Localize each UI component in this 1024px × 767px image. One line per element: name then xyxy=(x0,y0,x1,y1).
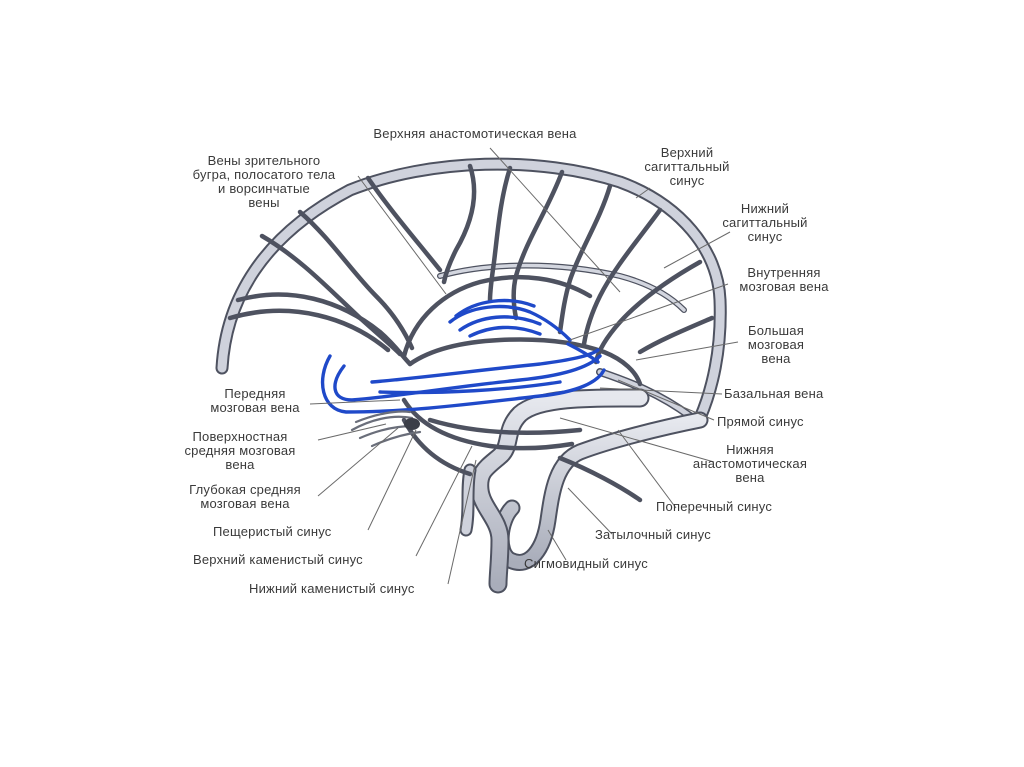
label-text: Верхняя анастомотическая вена xyxy=(373,126,577,141)
label-basal-vein: Базальная вена xyxy=(724,387,823,401)
label-line: Передняя xyxy=(224,386,286,401)
leader-straight xyxy=(617,379,715,421)
leader-transverse xyxy=(617,429,677,509)
label-line: Поверхностная xyxy=(192,429,288,444)
label-line: вена xyxy=(735,470,765,485)
label-text: Сигмовидный синус xyxy=(524,556,648,571)
label-straight-sinus: Прямой синус xyxy=(717,415,804,429)
label-line: Нижняя xyxy=(726,442,774,457)
label-occipital-sinus: Затылочный синус xyxy=(595,528,711,542)
label-inferior-sagittal-sinus: Нижний сагиттальный синус xyxy=(722,202,807,244)
label-line: мозговая xyxy=(747,337,805,352)
label-line: вены xyxy=(248,195,280,210)
leader-cavernous xyxy=(367,429,417,531)
label-text: Поперечный синус xyxy=(656,499,773,514)
label-text: Затылочный синус xyxy=(595,527,711,542)
label-line: Глубокая средняя xyxy=(189,482,301,497)
label-line: мозговая вена xyxy=(200,496,290,511)
label-transverse-sinus: Поперечный синус xyxy=(656,500,772,514)
label-line: Нижний xyxy=(740,201,790,216)
label-line: вена xyxy=(761,351,791,366)
label-text: Прямой синус xyxy=(717,414,804,429)
internal-cerebral-vein-blue xyxy=(333,354,602,402)
cavernous-cluster xyxy=(350,410,422,448)
label-cavernous-sinus: Пещеристый синус xyxy=(213,525,332,539)
leader-internal-cerebral xyxy=(569,283,729,341)
label-text: Пещеристый синус xyxy=(213,524,332,539)
leader-superior-sagittal xyxy=(635,187,651,199)
label-superior-petrosal-sinus: Верхний каменистый синус xyxy=(193,553,363,567)
label-text: Базальная вена xyxy=(724,386,824,401)
label-line: мозговая вена xyxy=(739,279,829,294)
leader-superior-petrosal xyxy=(415,445,473,557)
deep-veins xyxy=(320,298,606,414)
label-line: мозговая вена xyxy=(210,400,300,415)
label-great-cerebral-vein: Большая мозговая вена xyxy=(748,324,804,366)
label-line: средняя мозговая xyxy=(184,443,296,458)
leader-inferior-petrosal xyxy=(447,459,477,585)
label-line: сагиттальный xyxy=(644,159,730,174)
label-sigmoid-sinus: Сигмовидный синус xyxy=(524,557,648,571)
label-anterior-cerebral-vein: Передняя мозговая вена xyxy=(210,387,299,415)
label-line: Большая xyxy=(748,323,804,338)
leader-thalamus-veins xyxy=(357,175,447,295)
label-line: анастомотическая xyxy=(692,456,808,471)
label-deep-middle-cerebral-vein: Глубокая средняя мозговая вена xyxy=(189,483,301,511)
leader-inferior-anastomotic xyxy=(559,417,715,463)
label-text: Верхний каменистый синус xyxy=(193,552,363,567)
cortical-veins xyxy=(227,163,715,503)
label-line: Вены зрительного xyxy=(207,153,321,168)
leader-great-cerebral xyxy=(635,341,739,361)
leader-deep-middle xyxy=(317,427,399,497)
label-line: синус xyxy=(747,229,783,244)
label-line: бугра, полосатого тела xyxy=(192,167,336,182)
leader-superior-anastomotic xyxy=(489,147,621,293)
label-superior-sagittal-sinus: Верхний сагиттальный синус xyxy=(644,146,729,188)
label-internal-cerebral-vein: Внутренняя мозговая вена xyxy=(739,266,828,294)
label-line: вена xyxy=(225,457,255,472)
leader-superficial-middle xyxy=(317,423,387,441)
leader-sigmoid xyxy=(547,529,567,561)
label-line: синус xyxy=(669,173,705,188)
leader-lines xyxy=(309,147,739,585)
label-inferior-anastomotic-vein: Нижняя анастомотическая вена xyxy=(693,443,807,485)
label-inferior-petrosal-sinus: Нижний каменистый синус xyxy=(249,582,415,596)
leader-occipital xyxy=(567,487,613,535)
label-line: Верхний xyxy=(660,145,714,160)
leader-anterior-cerebral xyxy=(309,399,401,405)
label-superficial-middle-cerebral-vein: Поверхностная средняя мозговая вена xyxy=(184,430,295,472)
label-line: и ворсинчатые xyxy=(218,181,310,196)
label-text: Нижний каменистый синус xyxy=(249,581,415,596)
leader-inferior-sagittal xyxy=(663,231,731,269)
leader-basal xyxy=(599,387,723,395)
label-line: Внутренняя xyxy=(747,265,821,280)
label-superior-anastomotic-vein: Верхняя анастомотическая вена xyxy=(373,127,576,141)
label-thalamus-veins: Вены зрительного бугра, полосатого тела … xyxy=(193,154,336,210)
label-line: сагиттальный xyxy=(722,215,808,230)
